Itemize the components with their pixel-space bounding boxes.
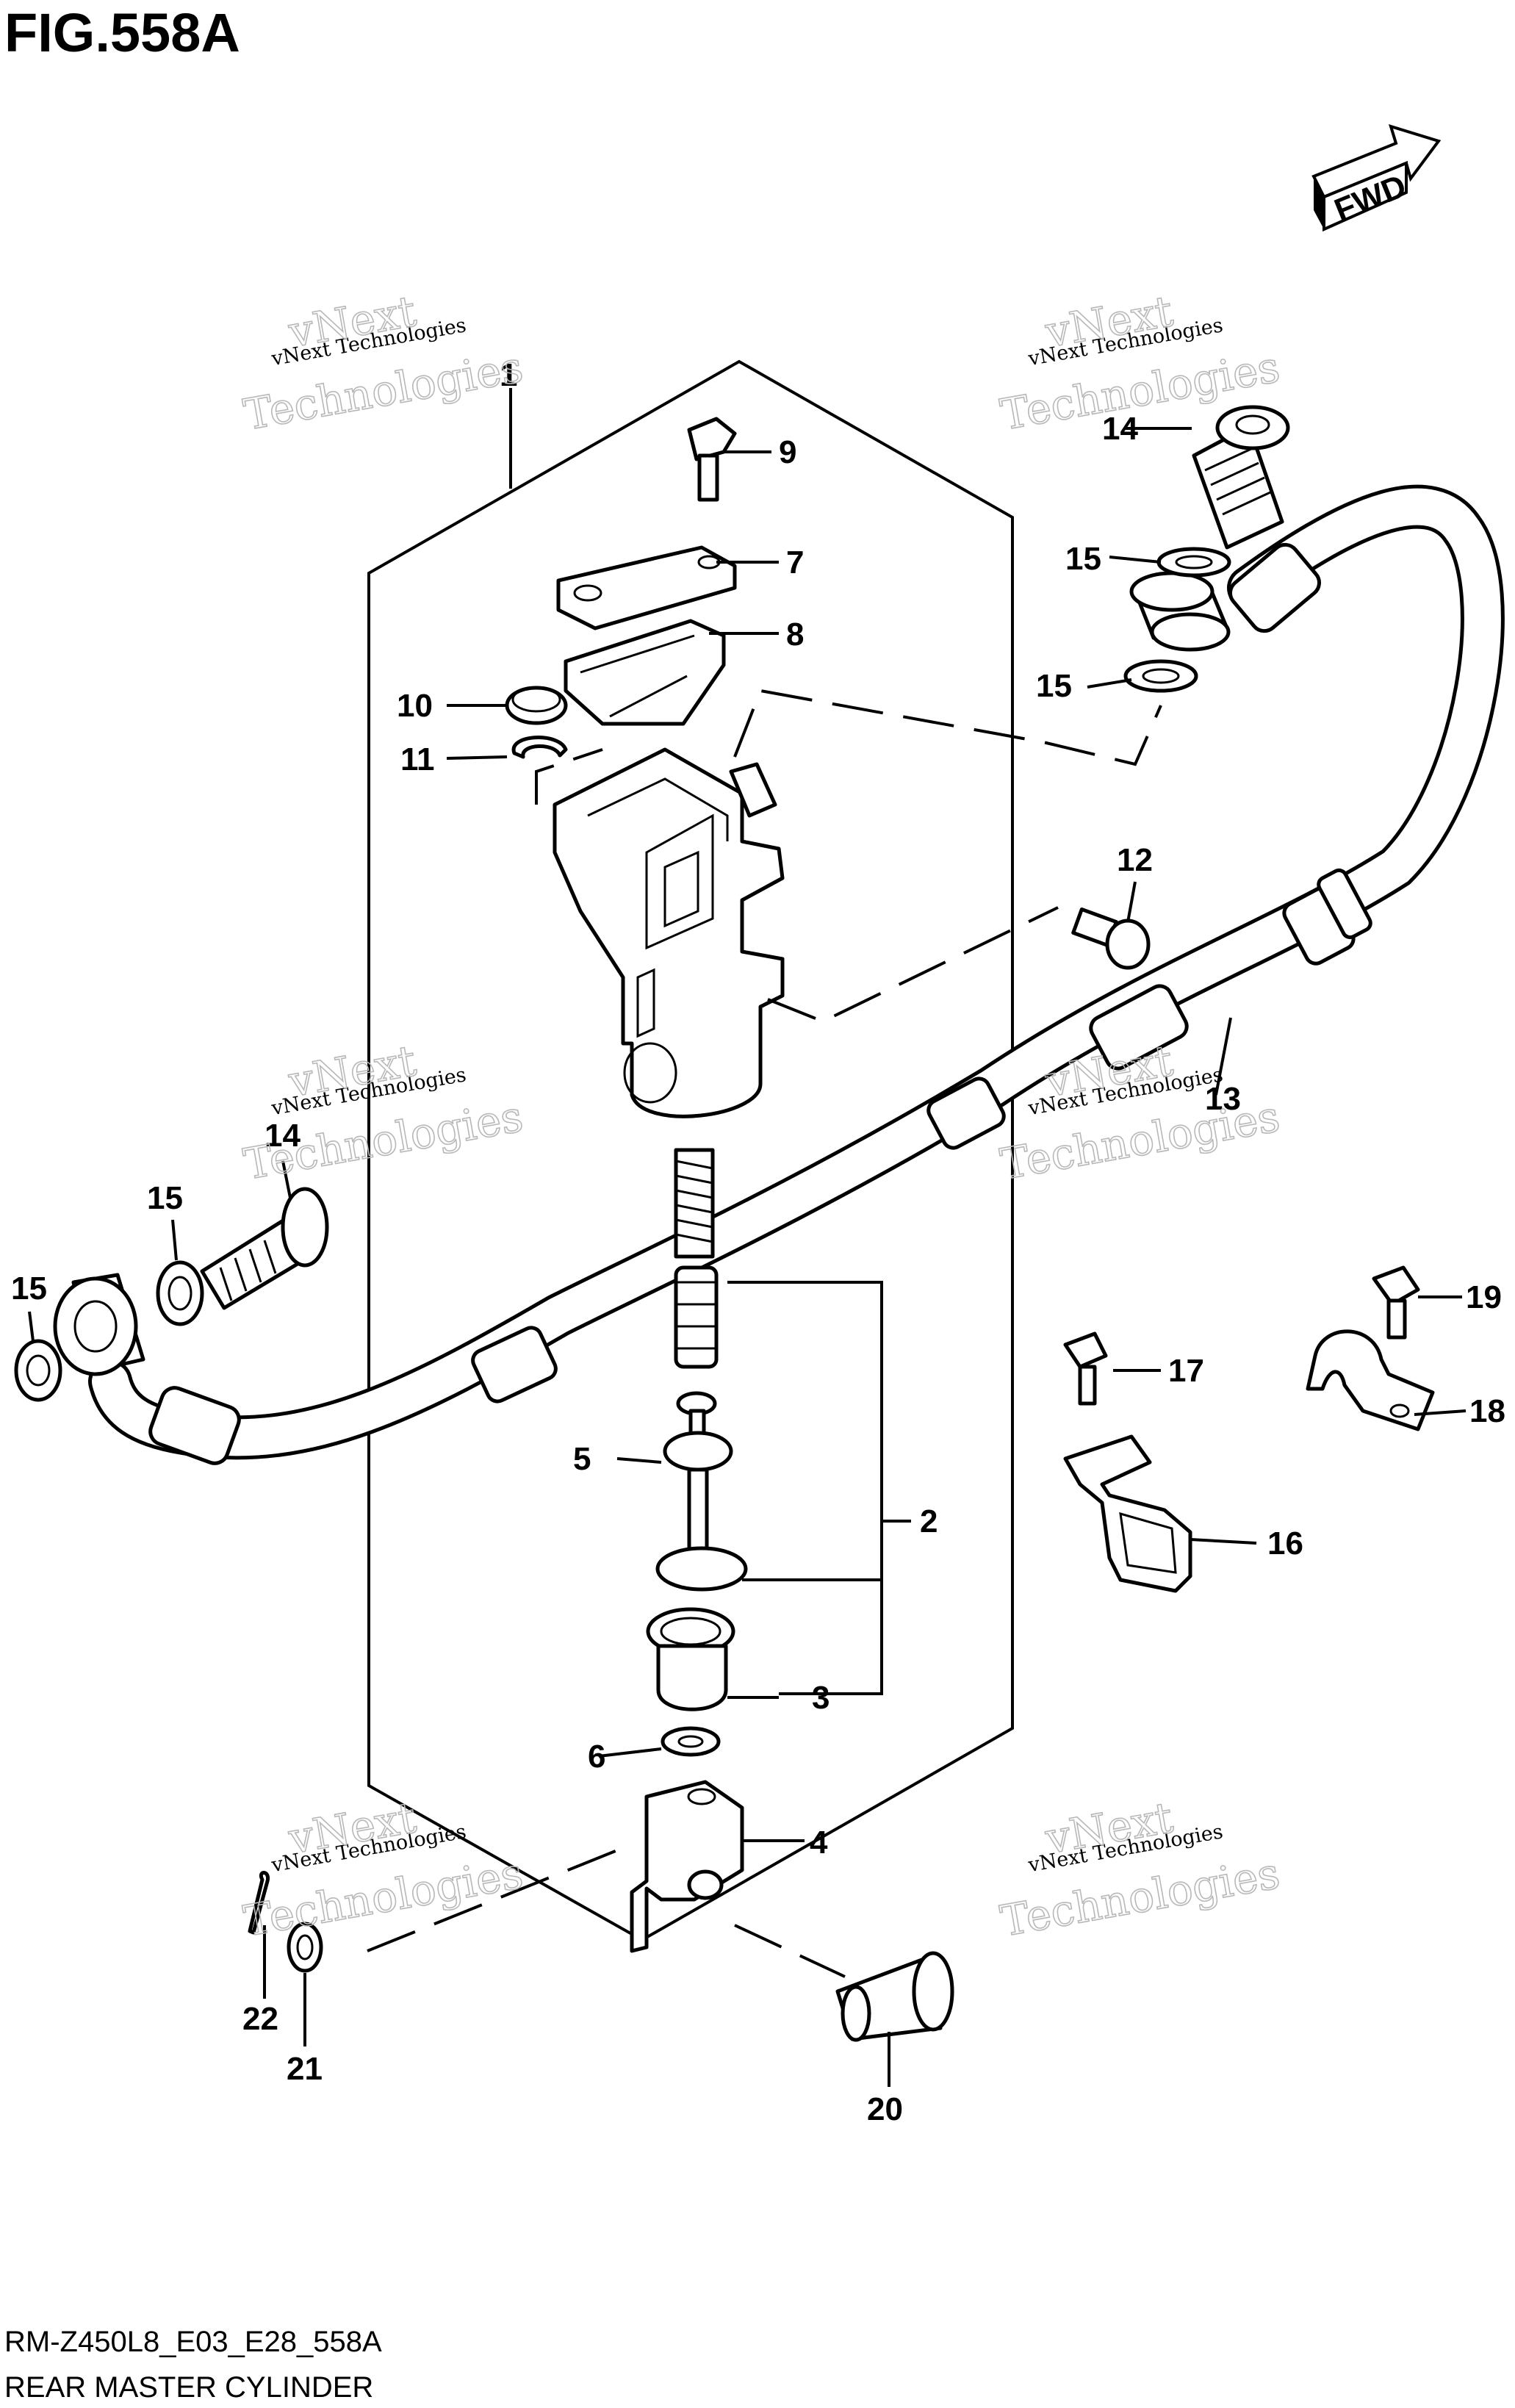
clevis-pin: [835, 1951, 954, 2042]
callout-2: 2: [920, 1503, 938, 1539]
lower-banjo-fitting: [53, 1273, 145, 1376]
callout-15-left-a: 15: [147, 1180, 183, 1216]
callout-14-top: 14: [1102, 411, 1138, 447]
upper-banjo-fitting: [1129, 571, 1231, 652]
callout-4: 4: [810, 1825, 828, 1861]
lower-washer-a: [156, 1260, 204, 1326]
snap-ring: [655, 1546, 748, 1592]
brake-hose: [88, 484, 1505, 1465]
callout-9: 9: [779, 434, 796, 470]
callout-18: 18: [1469, 1393, 1505, 1429]
pin-washer: [287, 1922, 323, 1973]
callout-17: 17: [1168, 1353, 1204, 1389]
figure-title: FIG.558A: [4, 2, 240, 63]
callout-15-left-b: 15: [11, 1271, 47, 1307]
watermark-bottom-right: vNext Technologies vNext Technologies: [996, 1791, 1284, 1947]
drawing-code: RM-Z450L8_E03_E28_558A: [4, 2326, 382, 2358]
callout-5: 5: [573, 1441, 591, 1477]
diaphragm: [564, 619, 726, 726]
callout-7: 7: [786, 545, 804, 581]
clamp-bolt-17: [1063, 1331, 1108, 1406]
callout-16: 16: [1267, 1525, 1303, 1561]
mounting-bolt: [1071, 907, 1151, 970]
callout-21: 21: [287, 2051, 323, 2087]
piston: [674, 1265, 719, 1369]
watermark-bottom-left: vNext Technologies vNext Technologies: [240, 1791, 527, 1947]
watermark-top-left: vNext Technologies vNext Technologies: [240, 285, 527, 440]
cotter-pin: [248, 1871, 270, 1935]
watermark-mid-left: vNext Technologies vNext Technologies: [240, 1035, 527, 1190]
master-cylinder-body: [553, 747, 785, 1118]
callout-10: 10: [397, 688, 433, 724]
hose-clamp: [1306, 1329, 1435, 1431]
callout-20: 20: [867, 2091, 903, 2127]
upper-washer-b: [1123, 659, 1198, 693]
callout-8: 8: [786, 617, 804, 653]
assembly-outline: [367, 359, 1014, 1942]
drawing-name: REAR MASTER CYLINDER: [4, 2371, 373, 2404]
boot: [646, 1607, 735, 1711]
lower-banjo-bolt: [200, 1187, 329, 1310]
clamp-bolt-19: [1372, 1265, 1420, 1340]
clevis: [630, 1780, 744, 1953]
reservoir-plug: [505, 686, 568, 725]
callout-19: 19: [1466, 1279, 1502, 1315]
lower-washer-b: [14, 1339, 62, 1402]
callout-1: 1: [500, 357, 517, 393]
screw: [687, 417, 737, 502]
callout-22: 22: [242, 2001, 278, 2037]
callout-12: 12: [1117, 842, 1153, 878]
hose-guide: [1063, 1434, 1192, 1593]
dashed-connectors: [367, 689, 1162, 1978]
nut: [661, 1726, 721, 1757]
upper-washer-a: [1156, 547, 1231, 578]
callout-6: 6: [588, 1739, 605, 1775]
leader-lines: [28, 388, 1467, 2087]
callout-11: 11: [400, 741, 435, 777]
push-rod: [663, 1391, 733, 1575]
callout-14-left: 14: [265, 1118, 301, 1154]
callout-15-top-a: 15: [1065, 541, 1101, 577]
spring: [674, 1148, 715, 1259]
upper-banjo-bolt: [1192, 405, 1290, 550]
callout-3: 3: [812, 1680, 830, 1716]
callout-labels: 1 2 3 4 5 6 7 8 9 10 11 12 13 14 14 15 1…: [11, 357, 1505, 2127]
callout-15-top-b: 15: [1036, 668, 1072, 704]
fwd-arrow-icon: FWD: [1311, 123, 1442, 232]
callout-13: 13: [1205, 1081, 1241, 1117]
circlip: [511, 736, 568, 759]
reservoir-cap: [556, 545, 737, 630]
